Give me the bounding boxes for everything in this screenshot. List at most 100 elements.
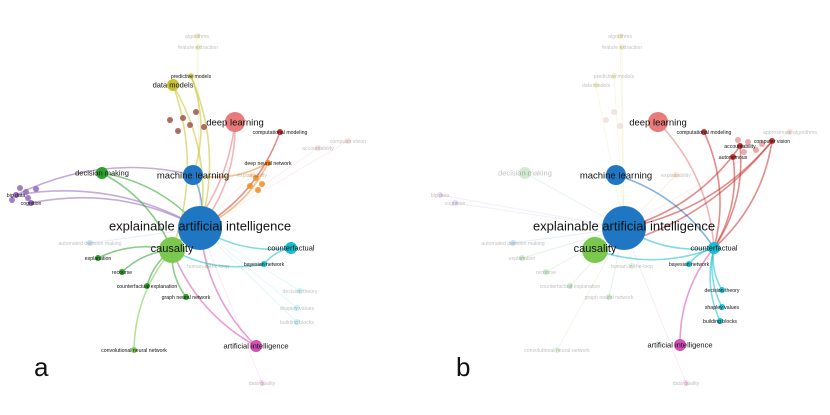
node-a-decision-theory [297,288,303,294]
label-a-data-models: data models [153,81,194,90]
label-a-recourse: recourse [112,270,132,276]
label-b-computer-vision: computer vision [754,139,790,145]
label-b-causality: causality [574,243,617,255]
node-a-accountability [315,145,321,151]
edge-b-12 [615,174,715,249]
cluster-dot-0-3 [201,124,207,130]
label-b-deep-learning: deep learning [629,117,687,128]
cluster-dot-2-3 [25,195,31,201]
node-b-deep-learning [648,112,668,132]
node-b-convolutional-neural-network [554,347,560,353]
label-a-machine-learning: machine learning [157,170,229,181]
label-a-feature-extraction: feature extraction [178,45,218,51]
label-a-convolutional-neural-network: convolutional neural network [101,348,167,354]
label-a-computer-vision: computer vision [330,139,366,145]
label-a-explainable-artificial-intelligence: explainable artificial intelligence [109,219,291,234]
cluster-dot-2-2 [9,197,15,203]
cluster-dot-1-2 [247,183,253,189]
node-b-recourse [543,269,549,275]
node-a-data-models [167,79,179,91]
label-a-causality: causality [151,243,194,255]
cluster-dot-3-0 [611,109,617,115]
node-a-deep-learning [225,112,245,132]
node-b-computational-modeling [701,129,707,135]
faint-edge-a-25 [197,46,201,229]
label-a-bayesian-network: bayesian network [244,262,285,268]
node-a-cognition [28,200,34,206]
faint-edge-b-30 [623,227,687,384]
cluster-dot-4-2 [741,149,747,155]
cluster-dot-2-0 [17,185,23,191]
node-b-algorithms [617,33,623,39]
label-b-algorithms: algorithms [608,34,632,40]
node-b-data-models [593,82,599,88]
cluster-dot-1-3 [255,187,261,193]
node-b-graph-neural-network [606,294,612,300]
label-b-predictive-models: predictive models [594,74,635,80]
edge-b-6 [713,156,736,249]
faint-edge-a-24 [196,35,201,229]
node-a-bayesian-network [261,261,267,267]
label-b-explainable-artificial-intelligence: explainable artificial intelligence [533,219,715,234]
node-b-human-in-the-loop [629,263,635,269]
label-b-feature-extraction: feature extraction [602,45,642,51]
faint-edge-b-28 [621,46,625,229]
label-b-big-data: big data [431,193,450,199]
cluster-dot-2-1 [23,189,29,195]
label-a-shapley-values: shapley values [280,306,315,312]
node-b-computer-vision [769,138,775,144]
panel-label-b: b [456,352,471,382]
cluster-dot-4-3 [759,141,765,147]
label-b-human-in-the-loop: human-in-the-loop [611,264,653,270]
label-b-explainability: explainability [661,173,691,179]
label-layer: explainable artificial intelligence causa… [7,34,818,387]
cluster-dot-0-2 [193,109,199,115]
node-a-building-blocks [294,319,300,325]
cluster-dot-1-1 [259,181,265,187]
label-a-deep-neural-network: deep neural network [244,161,291,167]
label-a-data-quality: data quality [249,381,276,387]
label-b-automated-decision-making: automated decision making [481,241,544,247]
label-b-decision-making: decision making [498,169,552,178]
node-b-big-data [437,192,443,198]
node-b-building-blocks [717,318,723,324]
faint-edge-b-29 [623,131,791,229]
node-b-explanation [519,255,525,261]
node-a-big-data [13,192,19,198]
node-a-counterfactual [285,242,297,254]
node-a-explanation [95,255,101,261]
label-a-computational-modeling: computational modeling [253,130,308,136]
edge-b-8 [712,247,723,291]
edge-a-23 [190,75,202,176]
label-b-data-quality: data quality [673,381,700,387]
label-a-accountability: accountability [302,146,334,152]
label-a-building-blocks: building blocks [280,320,314,326]
node-a-machine-learning [183,165,203,185]
node-a-human-in-the-loop [205,263,211,269]
node-b-autonomous [730,154,736,160]
node-b-causality [582,237,608,263]
label-a-human-in-the-loop: human-in-the-loop [187,264,229,270]
label-b-explanation: explanation [509,256,536,262]
node-b-approximate-algorithms [787,129,793,135]
node-a-counterfactual-explanation [144,283,150,289]
node-b-decision-theory [719,287,725,293]
label-b-accountability: accountability [724,144,756,150]
faint-edge-b-15 [595,84,625,229]
node-b-bayesian-network [686,261,692,267]
label-a-predictive-models: predictive models [171,74,212,80]
label-b-autonomous: autonomous [719,155,748,161]
node-a-convolutional-neural-network [131,347,137,353]
node-a-algorithms [194,33,200,39]
label-a-decision-theory: decision theory [283,289,318,295]
cluster-dot-2-4 [33,186,39,192]
node-a-artificial-intelligence [250,340,262,352]
edge-b-2 [657,121,715,249]
label-a-decision-making: decision making [75,169,129,178]
node-b-decision-making [519,167,531,179]
faint-edge-b-27 [619,35,625,229]
cluster-dot-0-4 [175,128,181,134]
node-b-feature-extraction [619,44,625,50]
